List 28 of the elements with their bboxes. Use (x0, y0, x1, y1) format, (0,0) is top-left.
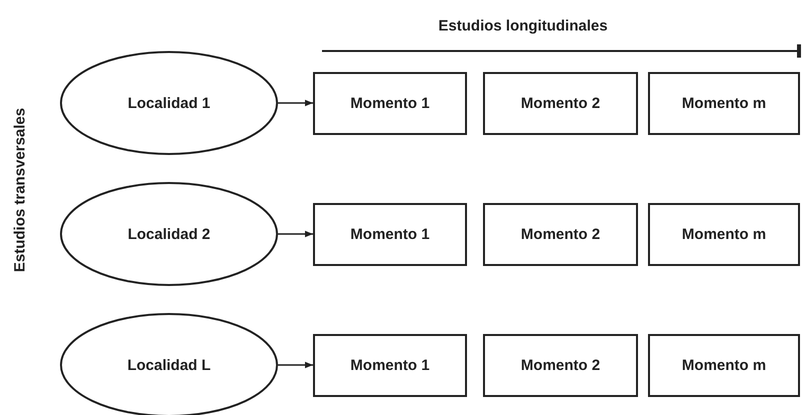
location-ellipse (60, 182, 278, 286)
process-box (483, 203, 638, 266)
arrow (278, 362, 313, 368)
node-label: Momento 2 (520, 95, 600, 112)
arrow (278, 100, 313, 106)
process-box (483, 334, 638, 397)
process-box (313, 203, 467, 266)
process-box (483, 72, 638, 135)
location-ellipse (60, 51, 278, 155)
process-box (313, 72, 467, 135)
process-box (648, 72, 800, 135)
node-label: Momento 1 (350, 226, 430, 243)
node-label: Momento 1 (350, 95, 430, 112)
arrow (278, 230, 313, 238)
process-box (313, 334, 467, 397)
node-label: Momento m (682, 357, 766, 374)
node-label: Momento m (682, 95, 766, 112)
process-box (648, 203, 800, 266)
node-label: Localidad 1 (128, 94, 210, 112)
node-label: Momento 1 (350, 357, 430, 374)
axis-title: Estudios longitudinales (438, 18, 608, 34)
node-label: Localidad 2 (128, 226, 210, 242)
node-label: Momento m (682, 226, 766, 243)
node-label: Momento 2 (520, 226, 600, 243)
node-label: Momento 2 (520, 357, 600, 374)
node-label: Localidad L (127, 356, 211, 374)
process-box (648, 334, 800, 397)
axis-title: Estudios transversales (12, 108, 28, 272)
